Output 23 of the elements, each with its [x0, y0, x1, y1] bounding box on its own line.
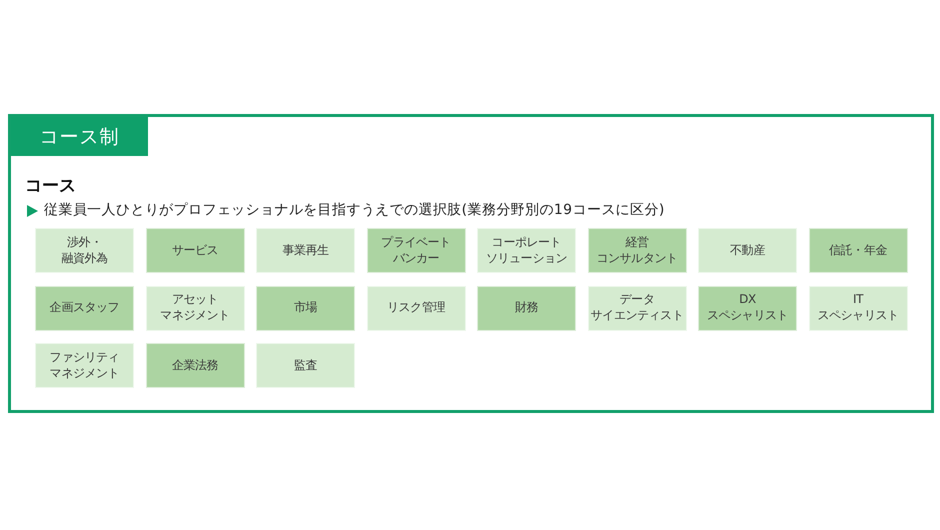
course-tile: ファシリティマネジメント [35, 343, 134, 388]
course-tile: 渉外・融資外為 [35, 228, 134, 273]
course-tile: サービス [146, 228, 244, 273]
subtitle-text: 従業員一人ひとりがプロフェッショナルを目指すうえでの選択肢(業務分野別の19コースに区分) [44, 201, 665, 219]
course-tile: 不動産 [698, 228, 797, 273]
header-tab: コース制 [11, 117, 148, 156]
course-tile: 企画スタッフ [35, 286, 134, 330]
course-tile: 事業再生 [256, 228, 355, 273]
course-tile: 信託・年金 [808, 228, 908, 273]
course-tile: プライベートバンカー [366, 228, 466, 273]
course-tile: 経営コンサルタント [588, 228, 686, 273]
course-tile: 企業法務 [146, 343, 244, 388]
course-tile: アセットマネジメント [146, 286, 244, 330]
course-tile: ITスペシャリスト [808, 286, 908, 330]
course-panel [8, 114, 934, 413]
course-tile: データサイエンティスト [588, 286, 686, 330]
course-tile: コーポレートソリューション [477, 228, 576, 273]
course-tile: リスク管理 [366, 286, 466, 330]
section-heading: コース [25, 175, 76, 197]
course-tile: 市場 [256, 286, 355, 330]
course-tile: 監査 [256, 343, 355, 388]
course-tile: 財務 [477, 286, 576, 330]
course-tile: DXスペシャリスト [698, 286, 797, 330]
